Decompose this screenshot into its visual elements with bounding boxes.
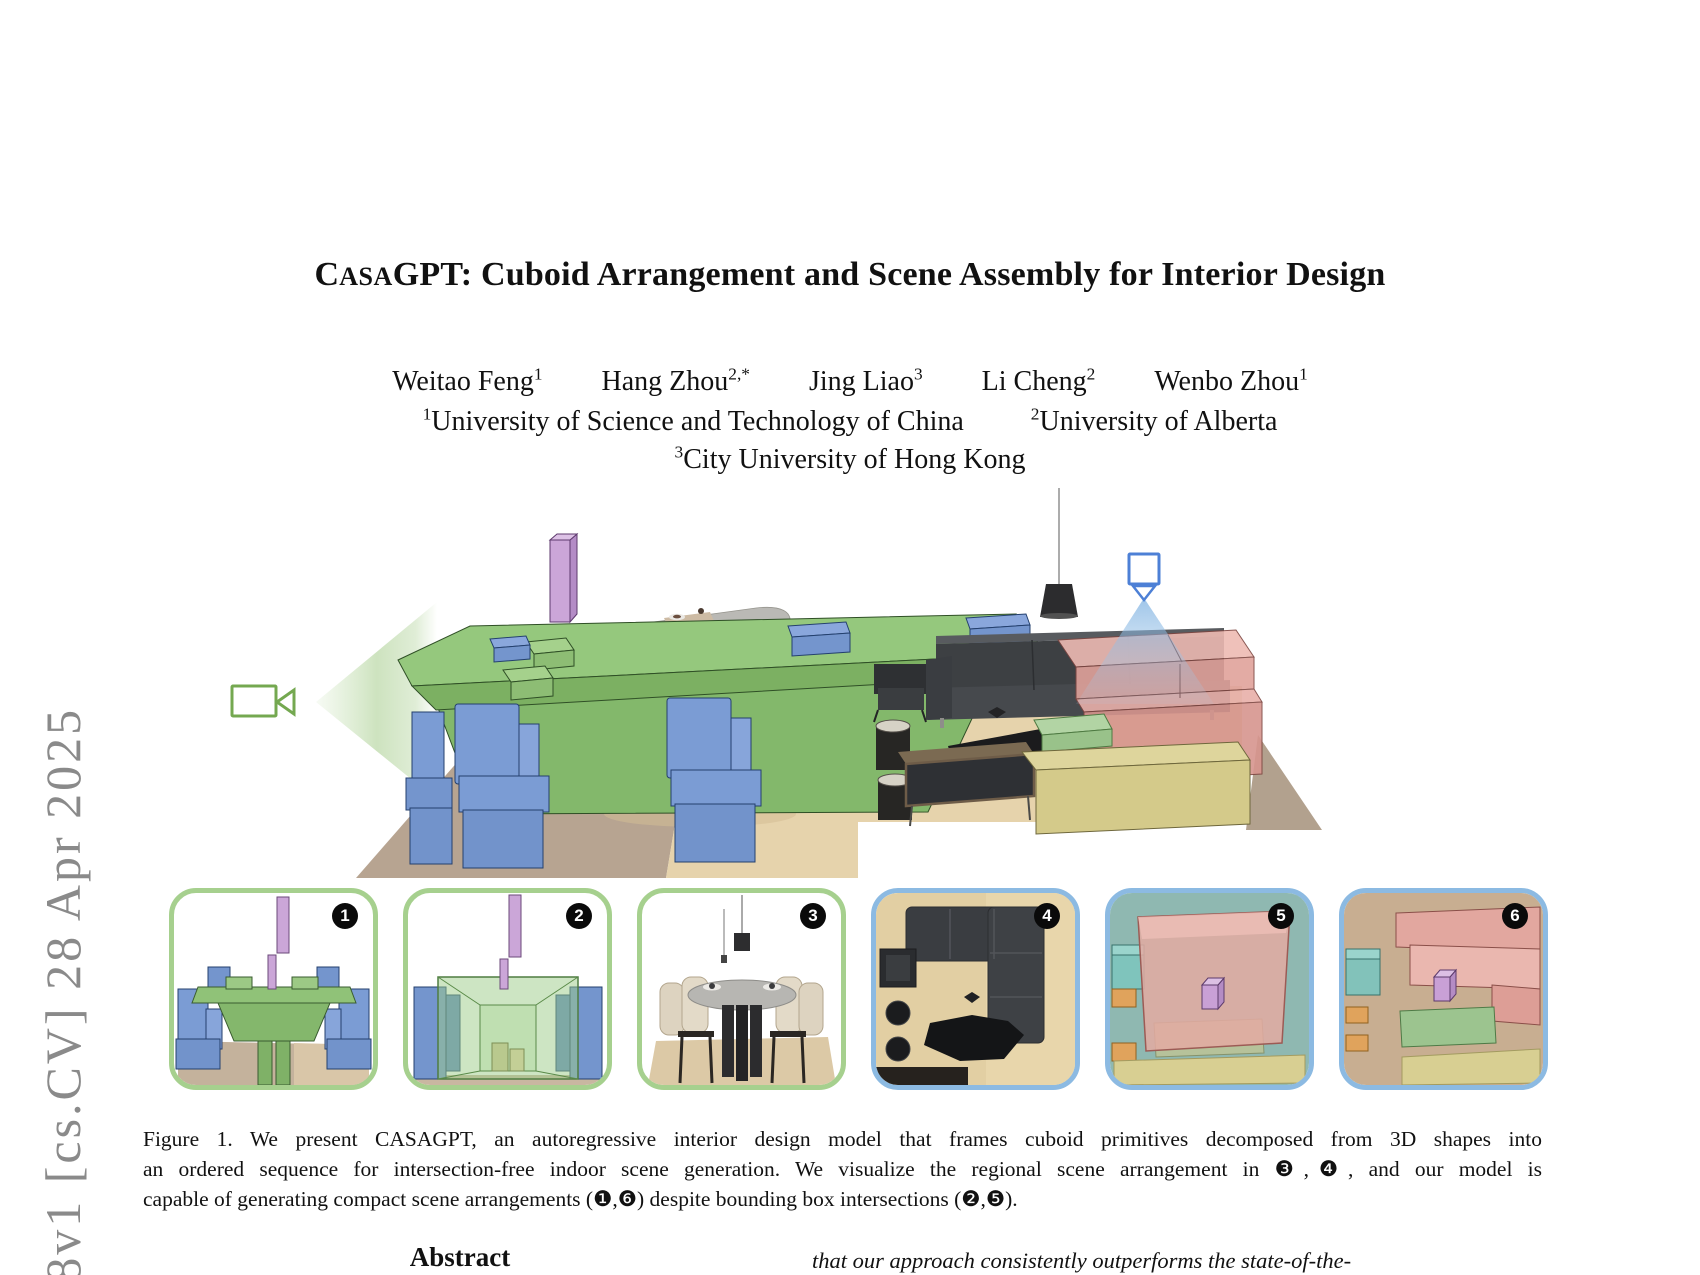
caption-line: capable of generating compact scene arra…: [143, 1187, 1018, 1211]
thumbnail-3-art: [648, 895, 836, 1085]
thumbnail-5-art: [1110, 893, 1309, 1085]
title-cap: C: [314, 256, 340, 293]
author: Jing Liao3: [808, 364, 923, 397]
thumbnail-4-art: [876, 893, 1075, 1085]
thumbnail-1: 1: [169, 888, 378, 1090]
side-tables-render: [875, 719, 913, 820]
thumbnail-2: 2: [403, 888, 612, 1090]
author: Wenbo Zhou1: [1154, 364, 1308, 397]
author: Hang Zhou2,*: [601, 364, 750, 397]
thumbnail-1-art: [175, 896, 372, 1085]
camera-icon: [230, 684, 296, 718]
pendant-lamp: [1040, 488, 1078, 619]
authors-row: Weitao Feng1 Hang Zhou2,* Jing Liao3 Li …: [80, 364, 1620, 398]
caption-line: Figure 1. We present CASAGPT, an autoreg…: [143, 1127, 1542, 1151]
affiliations-line1: 1University of Science and Technology of…: [80, 404, 1620, 438]
panel-badge: 1: [332, 903, 358, 929]
affiliation: 2University of Alberta: [1030, 404, 1278, 437]
sideboard-cuboids: [1021, 713, 1251, 835]
panel-badge: 3: [800, 903, 826, 929]
page-title: CASAGPT: Cuboid Arrangement and Scene As…: [80, 256, 1620, 294]
thumbnail-4: 4: [871, 888, 1080, 1090]
panel-badge: 4: [1034, 903, 1060, 929]
abstract-heading: Abstract: [409, 1242, 511, 1272]
right-column-text: that our approach consistently outperfor…: [812, 1248, 1352, 1273]
panel-badge: 2: [566, 903, 592, 929]
camera-view-cone: [316, 602, 437, 800]
affiliation: 3City University of Hong Kong: [674, 442, 1026, 475]
affiliations-line2: 3City University of Hong Kong: [80, 442, 1620, 476]
chair-cuboid-group: [405, 613, 1031, 869]
projector-view-cone: [1076, 598, 1214, 704]
figure-caption: Figure 1. We present CASAGPT, an autoreg…: [143, 1124, 1542, 1214]
thumbnail-5: 5: [1105, 888, 1314, 1090]
thumbnail-3: 3: [637, 888, 846, 1090]
pendant-cuboid: [548, 532, 579, 624]
title-smallcaps: ASA: [339, 262, 393, 291]
thumbnail-2-art: [413, 894, 603, 1085]
affiliation: 1University of Science and Technology of…: [422, 404, 964, 437]
projector-icon: [1127, 552, 1161, 603]
title-rest: GPT: Cuboid Arrangement and Scene Assemb…: [392, 256, 1386, 293]
author: Weitao Feng1: [392, 364, 543, 397]
console-render: [898, 742, 1036, 827]
panel-badge: 5: [1268, 903, 1294, 929]
figure1-scene: [230, 488, 1322, 878]
author: Li Cheng2: [981, 364, 1096, 397]
caption-line: an ordered sequence for intersection-fre…: [143, 1157, 1542, 1181]
panel-badge: 6: [1502, 903, 1528, 929]
armchair-render: [873, 664, 927, 723]
thumbnail-6: 6: [1339, 888, 1548, 1090]
